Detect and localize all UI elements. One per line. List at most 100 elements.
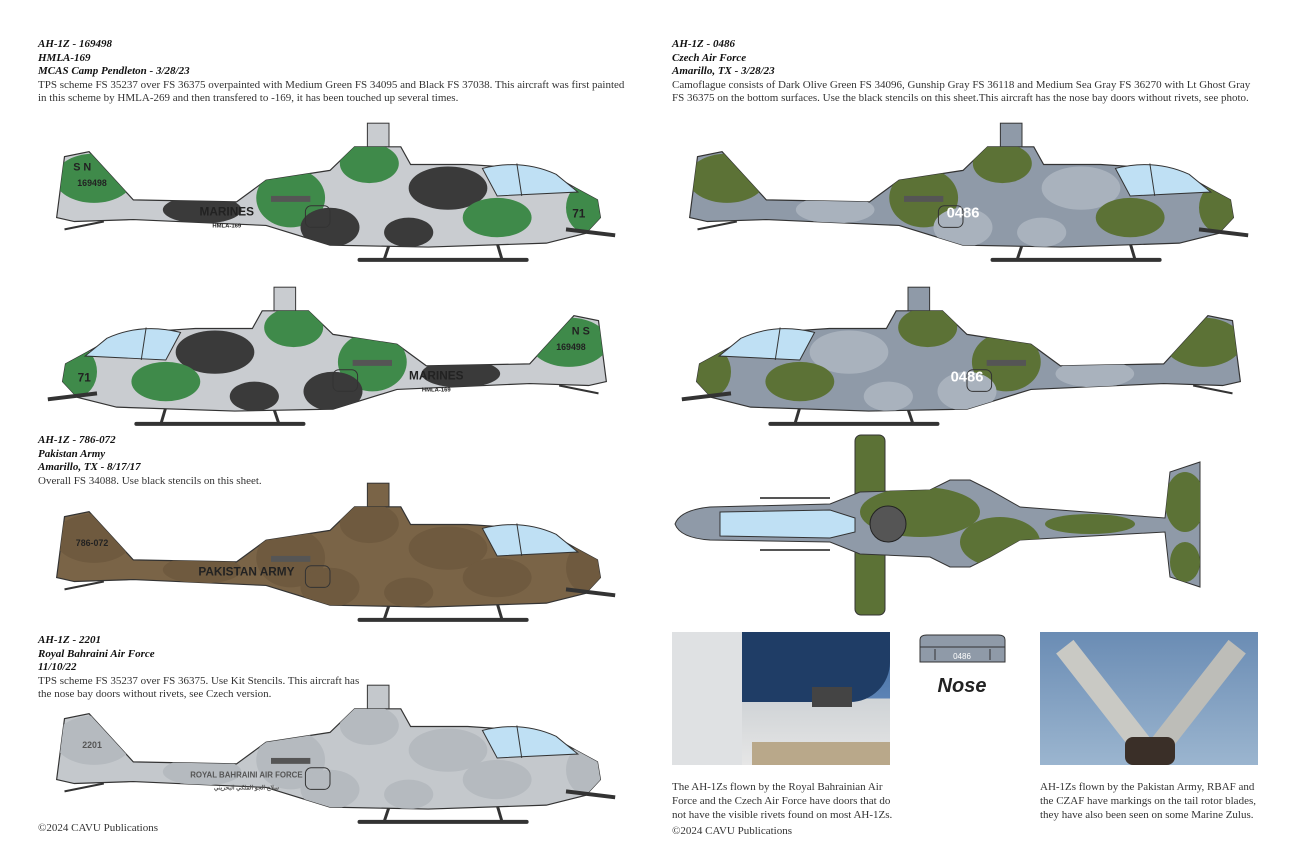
camo-patch <box>689 153 767 203</box>
caption-169498: AH-1Z - 169498 HMLA-169 MCAS Camp Pendle… <box>38 38 648 106</box>
caption-786-072: AH-1Z - 786-072 Pakistan Army Amarillo, … <box>38 434 648 488</box>
camo-patch <box>408 166 488 210</box>
note-nose-doors: The AH-1Zs flown by the Royal Bahrainian… <box>672 780 902 822</box>
camo-patch <box>162 757 242 786</box>
camo-patch <box>339 506 399 544</box>
camo-patch <box>229 381 279 412</box>
tail-skid <box>558 384 599 395</box>
access-panel <box>966 369 993 392</box>
tail-skid <box>64 580 105 591</box>
caption-location: MCAS Camp Pendleton - 3/28/23 <box>38 65 190 77</box>
nose-cannon <box>1198 227 1249 238</box>
camo-patch <box>384 217 434 248</box>
camo-patch <box>765 361 835 402</box>
nose-cannon <box>47 391 98 402</box>
skid-strut <box>906 408 915 425</box>
rotor-mast <box>907 286 931 314</box>
canopy <box>481 164 580 197</box>
marking-subtext: HMLA-169 <box>422 387 452 393</box>
stub-wing <box>271 195 311 202</box>
canopy-frame <box>774 327 781 361</box>
rotor-mast <box>999 122 1023 150</box>
skid-strut <box>495 804 504 823</box>
canopy-frame <box>516 163 523 197</box>
access-panel <box>304 565 331 588</box>
copyright-right: ©2024 CAVU Publications <box>672 825 792 837</box>
markings: MARINES HMLA-169 169498 S N 71 <box>73 161 586 229</box>
note-line: not have the visible rivets found on mos… <box>672 809 893 821</box>
caption-desc: Overall FS 34088. Use black stencils on … <box>38 474 262 487</box>
camo-patch <box>1045 514 1135 534</box>
camo-patch <box>795 195 875 224</box>
skid-strut <box>1128 242 1137 261</box>
stub-wing <box>352 359 392 366</box>
stub-wing <box>904 195 944 202</box>
marking-text: MARINES <box>200 205 255 219</box>
photo-tail-rotor <box>1040 632 1258 765</box>
canopy <box>717 328 816 361</box>
marking-subtext: سلاح الجو الملكي البحريني <box>214 784 279 791</box>
photo-nose-doors <box>672 632 890 765</box>
helicopter-body <box>55 482 616 622</box>
copyright-left: ©2024 CAVU Publications <box>38 822 158 834</box>
camo-patch <box>408 526 488 570</box>
camo-patch <box>264 310 324 348</box>
skid-strut <box>1015 244 1024 261</box>
serial-number: 2201 <box>82 740 102 750</box>
tail-skid <box>64 782 105 793</box>
caption-2201: AH-1Z - 2201 Royal Bahraini Air Force 11… <box>38 634 648 702</box>
caption-title: AH-1Z - 0486 <box>672 38 735 50</box>
camo-patch <box>300 567 360 608</box>
caption-desc: TPS scheme FS 35237 over FS 36375. Use K… <box>38 674 360 687</box>
camo-patch <box>162 195 242 224</box>
serial-number: 169498 <box>77 178 107 188</box>
camo-patch <box>1095 197 1165 238</box>
caption-desc: the nose bay doors without rivets, see C… <box>38 688 272 700</box>
note-line: AH-1Zs flown by the Pakistan Army, RBAF … <box>1040 781 1255 793</box>
helicopter-body <box>681 286 1242 426</box>
camo-patch <box>462 197 532 238</box>
markings: 0486 <box>947 206 980 222</box>
tail-code: S N <box>73 161 91 173</box>
canopy <box>481 726 580 759</box>
note-line: they have also been seen on some Marine … <box>1040 809 1254 821</box>
camo-patch <box>303 371 363 412</box>
access-panel <box>304 205 331 228</box>
rotor-mast <box>366 122 390 150</box>
canopy-frame <box>140 327 147 361</box>
marking-subtext: HMLA-169 <box>212 223 242 229</box>
camo-patch <box>933 207 993 248</box>
caption-desc: Camoflague consists of Dark Olive Green … <box>672 78 1251 91</box>
skid-strut <box>159 406 168 425</box>
skid-strut <box>382 244 391 261</box>
camo-patch <box>1041 166 1121 210</box>
caption-desc: in this scheme by HMLA-269 and then tran… <box>38 92 459 104</box>
camo-patch <box>300 769 360 810</box>
serial-number: 786-072 <box>76 538 109 548</box>
caption-unit: Pakistan Army <box>38 447 106 460</box>
rotor-mast <box>366 684 390 712</box>
rotor-mast <box>273 286 297 314</box>
camo-patch <box>175 330 255 374</box>
tail-skid <box>697 220 738 231</box>
caption-0486: AH-1Z - 0486 Czech Air Force Amarillo, T… <box>672 38 1272 106</box>
caption-location: Amarillo, TX - 3/28/23 <box>672 65 775 77</box>
note-line: The AH-1Zs flown by the Royal Bahrainian… <box>672 781 883 793</box>
serial-number: 169498 <box>556 342 586 352</box>
stub-wing <box>271 757 311 764</box>
top-view-0486 <box>674 434 1201 616</box>
camo-patch <box>162 555 242 584</box>
camo-patch <box>972 146 1032 184</box>
marking-text: 0486 <box>951 370 984 386</box>
camo-patch <box>863 381 913 412</box>
camo-patch <box>421 359 501 388</box>
rotor-hub <box>869 505 907 543</box>
nose-number: 71 <box>572 207 586 221</box>
nose-serial: 0486 <box>953 652 971 661</box>
canopy <box>1114 164 1213 197</box>
canopy <box>83 328 182 361</box>
nose-number: 71 <box>78 371 92 385</box>
camo-patch <box>339 146 399 184</box>
